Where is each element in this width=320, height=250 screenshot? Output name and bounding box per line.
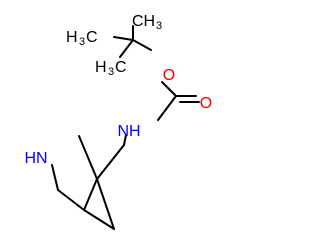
structure-diagram: CH 3 H 3 C H 3 C O O NH HN [24, 13, 212, 230]
methyl-top-label: CH [132, 13, 155, 30]
ester-oxygen-label: O [163, 67, 175, 84]
bond-quaternary-oxygen [132, 39, 152, 51]
bond-quaternary-methyl-bottom [119, 39, 134, 58]
methyl-top-subscript: 3 [156, 20, 162, 32]
methyl-bottom-label-c: C [115, 59, 127, 76]
methyl-bottom-label-h: H [95, 59, 107, 76]
bond-quaternary-methyl-left [113, 36, 134, 41]
bond-methylene-ring [96, 144, 125, 180]
bond-oxygen-carbonyl [161, 81, 177, 97]
methyl-left-subscript: 3 [79, 36, 85, 48]
methyl-bottom-subscript: 3 [108, 66, 114, 78]
carbonyl-oxygen-label: O [200, 95, 212, 112]
bond-ring-upper-ch2 [78, 135, 98, 180]
bonds [51, 25, 200, 230]
atom-labels: CH 3 H 3 C H 3 C O O NH HN [24, 13, 212, 167]
bond-nitrogen-methylene [123, 134, 127, 146]
bond-ring-lower-ch2 [57, 189, 85, 211]
ring-nitrogen-label: HN [24, 150, 47, 167]
bond-ring-lower-nitrogen [51, 164, 59, 191]
bond-ring-fusion [83, 178, 98, 211]
methyl-left-label-h: H [66, 29, 78, 46]
methyl-left-label-c: C [86, 29, 98, 46]
bond-ring-cyclopropane-1 [96, 178, 115, 230]
bond-ring-cyclopropane-2 [83, 209, 115, 230]
carbamate-nitrogen-label: NH [117, 123, 140, 140]
bond-carbonyl-nitrogen [157, 95, 177, 121]
